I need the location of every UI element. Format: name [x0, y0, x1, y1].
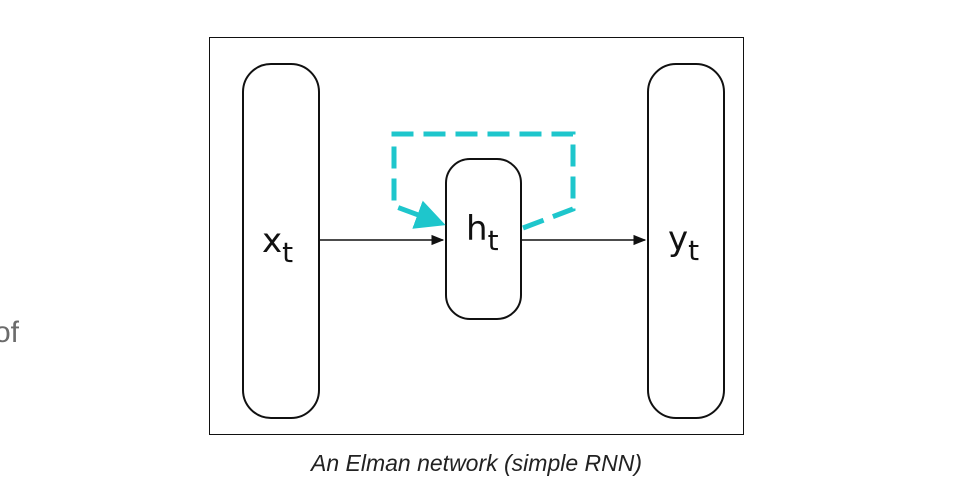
hidden-node-label: ht: [466, 209, 499, 257]
side-text-fragment: of: [0, 316, 20, 349]
recurrent-loop-arrow: [391, 131, 576, 231]
diagram-frame: [209, 37, 744, 435]
input-node-label: xt: [262, 221, 293, 269]
output-node: yt: [647, 63, 725, 419]
input-node: xt: [242, 63, 320, 419]
hidden-node: ht: [445, 158, 522, 320]
output-node-label: yt: [668, 219, 699, 267]
figure-caption: An Elman network (simple RNN): [310, 450, 643, 476]
